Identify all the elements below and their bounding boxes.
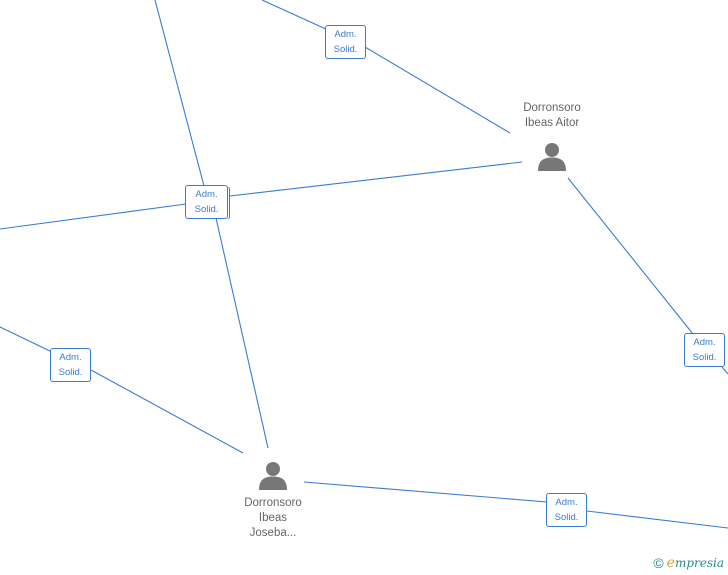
person-name: Ibeas Aitor (524, 117, 580, 129)
relation-label[interactable]: Adm. Solid. (325, 25, 366, 59)
edge (0, 203, 187, 230)
relation-label[interactable]: Adm. Solid. (684, 333, 725, 367)
person-name: Joseba... (249, 527, 297, 539)
relation-type: Solid. (554, 512, 579, 523)
person-node-aitor[interactable]: Dorronsoro Ibeas Aitor (512, 101, 592, 173)
relation-role: Adm. (334, 29, 357, 40)
relation-role: Adm. (59, 352, 82, 363)
empresia-logo: empresia (666, 555, 724, 571)
edge (721, 366, 728, 375)
relation-label[interactable]: Adm. Solid. (546, 493, 587, 527)
relation-role: Adm. (693, 337, 716, 348)
relation-type: Solid. (194, 204, 219, 215)
relation-type: Solid. (692, 352, 717, 363)
empresia-credit[interactable]: © empresia (653, 555, 724, 571)
person-name: Ibeas (258, 512, 288, 524)
person-node-joseba[interactable]: Dorronsoro Ibeas Joseba... (233, 460, 313, 541)
relation-type: Solid. (333, 44, 358, 55)
edge (90, 369, 244, 454)
person-name: Dorronsoro (523, 102, 581, 114)
edge (303, 481, 548, 503)
person-name: Dorronsoro (244, 497, 302, 509)
edge (229, 161, 523, 197)
relation-label[interactable]: Adm. Solid. (185, 185, 228, 219)
edge (154, 0, 205, 187)
copyright-icon: © (653, 555, 664, 571)
person-icon (259, 462, 287, 490)
edge (364, 46, 511, 134)
edge (261, 0, 329, 31)
relation-type: Solid. (58, 367, 83, 378)
edge (0, 326, 53, 353)
relation-role: Adm. (555, 497, 578, 508)
person-icon (538, 143, 566, 171)
edge (215, 217, 269, 449)
relation-label[interactable]: Adm. Solid. (50, 348, 91, 382)
relation-role: Adm. (195, 189, 218, 200)
edge (586, 510, 728, 529)
edge (567, 177, 694, 335)
